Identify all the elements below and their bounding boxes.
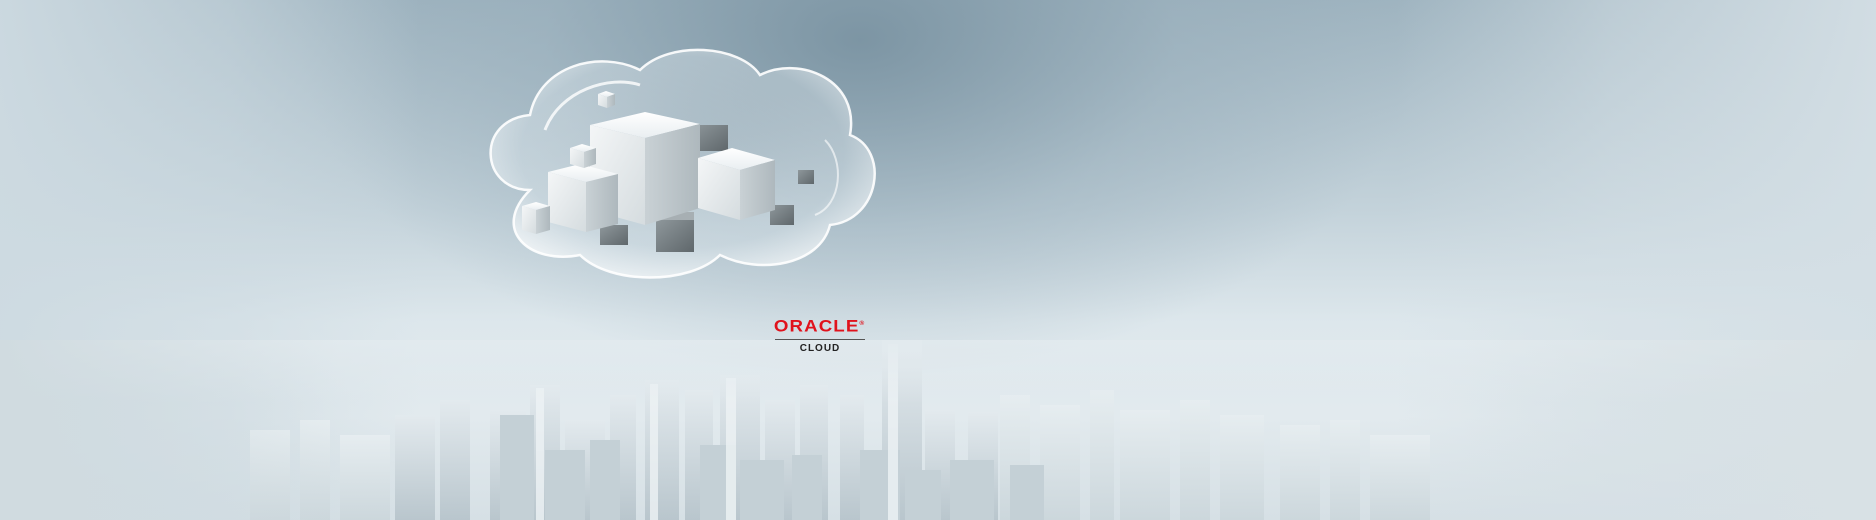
cube-left [548, 164, 618, 232]
cube-tiny [598, 91, 615, 108]
oracle-cloud-logo: ORACLE® CLOUD [770, 314, 870, 355]
cube-right [698, 148, 775, 220]
dark-cube-2 [600, 225, 628, 245]
dark-cube-1 [656, 212, 694, 252]
logo-wordmark: ORACLE® [774, 316, 866, 336]
city-skyline [0, 340, 1876, 520]
cloud-illustration [489, 48, 876, 279]
dark-cube-4 [798, 170, 814, 184]
cube-small-1 [522, 202, 550, 234]
cube-small-2 [570, 144, 596, 168]
logo-divider [775, 338, 865, 340]
logo-subtitle: CLOUD [799, 342, 841, 354]
dark-cube-3 [770, 205, 794, 225]
registered-mark: ® [859, 321, 866, 327]
